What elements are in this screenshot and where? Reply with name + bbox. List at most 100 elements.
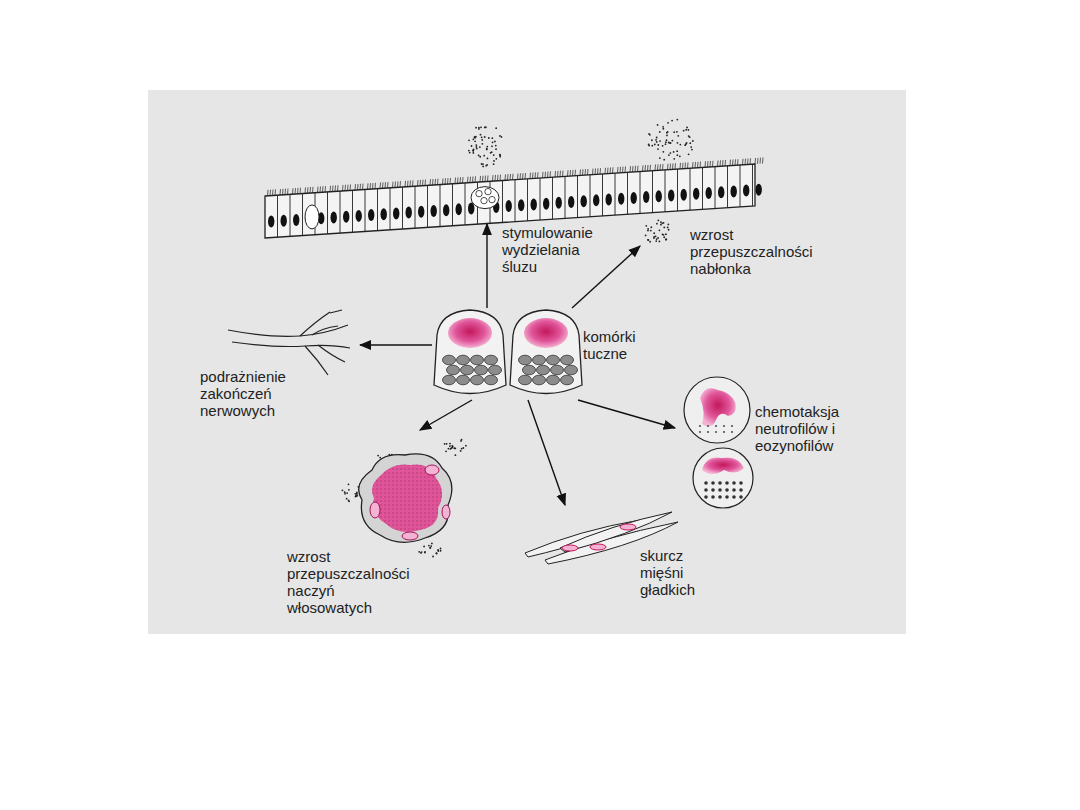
cilium: [405, 181, 407, 187]
mast-cells-node: komórki tuczne: [432, 308, 647, 400]
cilium: [362, 184, 364, 190]
cilium: [535, 172, 537, 178]
dot: [645, 235, 647, 237]
granule: [723, 425, 725, 427]
cilium: [442, 178, 444, 184]
granule: [725, 495, 729, 499]
dot: [647, 230, 649, 232]
cilium: [737, 159, 739, 165]
cilium: [485, 176, 487, 182]
dot: [683, 130, 685, 132]
dot: [472, 152, 474, 154]
nucleus: [743, 185, 749, 197]
dot: [647, 228, 649, 230]
granule: [519, 375, 532, 385]
dot: [436, 552, 438, 554]
cilium: [472, 176, 474, 182]
cilium: [387, 182, 389, 188]
dot: [666, 139, 668, 141]
dot: [688, 135, 690, 137]
effect-node: podrażnienie zakończeń nerwowych: [195, 300, 360, 422]
cilium: [637, 166, 639, 172]
stroke: [415, 186, 416, 228]
stroke: [677, 169, 678, 211]
dot: [342, 489, 344, 491]
nucleus: [268, 216, 274, 228]
cilium: [520, 173, 522, 179]
dot: [348, 483, 350, 485]
dot: [651, 145, 653, 147]
dot: [671, 120, 673, 122]
cilium: [307, 187, 309, 193]
mast-cells: [434, 310, 582, 394]
granule: [723, 431, 725, 433]
stroke: [727, 166, 728, 208]
stroke: [577, 176, 578, 218]
nucleus: [581, 195, 587, 207]
effect-label: wzrost przepuszczalności nabłonka: [690, 226, 825, 277]
effect-label: stymulowanie wydzielania śluzu: [502, 224, 612, 275]
stroke: [627, 172, 628, 214]
dot: [493, 154, 495, 156]
dot: [653, 232, 655, 234]
secretion-dots: [342, 119, 694, 558]
cilium: [675, 163, 677, 169]
dot: [690, 146, 692, 148]
cilium: [547, 172, 549, 178]
cilium: [450, 178, 452, 184]
dot: [486, 149, 488, 151]
cilium: [630, 166, 632, 172]
dot: [483, 155, 485, 157]
granule: [715, 431, 717, 433]
dot: [662, 233, 664, 235]
stroke: [440, 185, 441, 227]
dot: [430, 545, 432, 547]
stroke: [602, 174, 603, 216]
goblet-cell: [305, 205, 319, 229]
cilium: [755, 158, 757, 164]
cilium: [550, 171, 552, 177]
granule: [711, 481, 715, 485]
dot: [474, 137, 476, 139]
dot: [669, 152, 671, 154]
dot: [468, 150, 470, 152]
cilium: [657, 164, 659, 170]
cilium: [432, 179, 434, 185]
dot: [481, 136, 483, 138]
dot: [658, 241, 660, 243]
stroke: [615, 173, 616, 215]
cilium: [667, 164, 669, 170]
cilium: [282, 189, 284, 195]
dot: [649, 134, 651, 136]
stroke: [465, 183, 466, 225]
dot: [449, 443, 451, 445]
nucleus: [531, 198, 537, 210]
mucus-vesicle: [489, 196, 495, 202]
dot: [355, 495, 357, 497]
cilium: [597, 168, 599, 174]
dot: [486, 164, 488, 166]
nucleus: [631, 192, 637, 204]
dot: [474, 137, 476, 139]
dot: [660, 224, 662, 226]
stroke: [277, 195, 278, 237]
cilium: [367, 183, 369, 189]
cilium: [687, 162, 689, 168]
dot: [670, 142, 672, 144]
cilium: [345, 185, 347, 191]
granule: [443, 375, 456, 385]
nucleus: [731, 185, 737, 197]
dot: [665, 143, 667, 145]
dot: [479, 156, 481, 158]
cilium: [275, 189, 277, 195]
stroke: [740, 165, 741, 207]
cilium: [660, 164, 662, 170]
cilium: [592, 169, 594, 175]
stroke: [640, 172, 641, 214]
cilium: [487, 175, 489, 181]
stroke: [427, 185, 428, 227]
dot: [659, 131, 661, 133]
cilium: [650, 165, 652, 171]
stroke: [690, 168, 691, 210]
granule: [739, 495, 743, 499]
